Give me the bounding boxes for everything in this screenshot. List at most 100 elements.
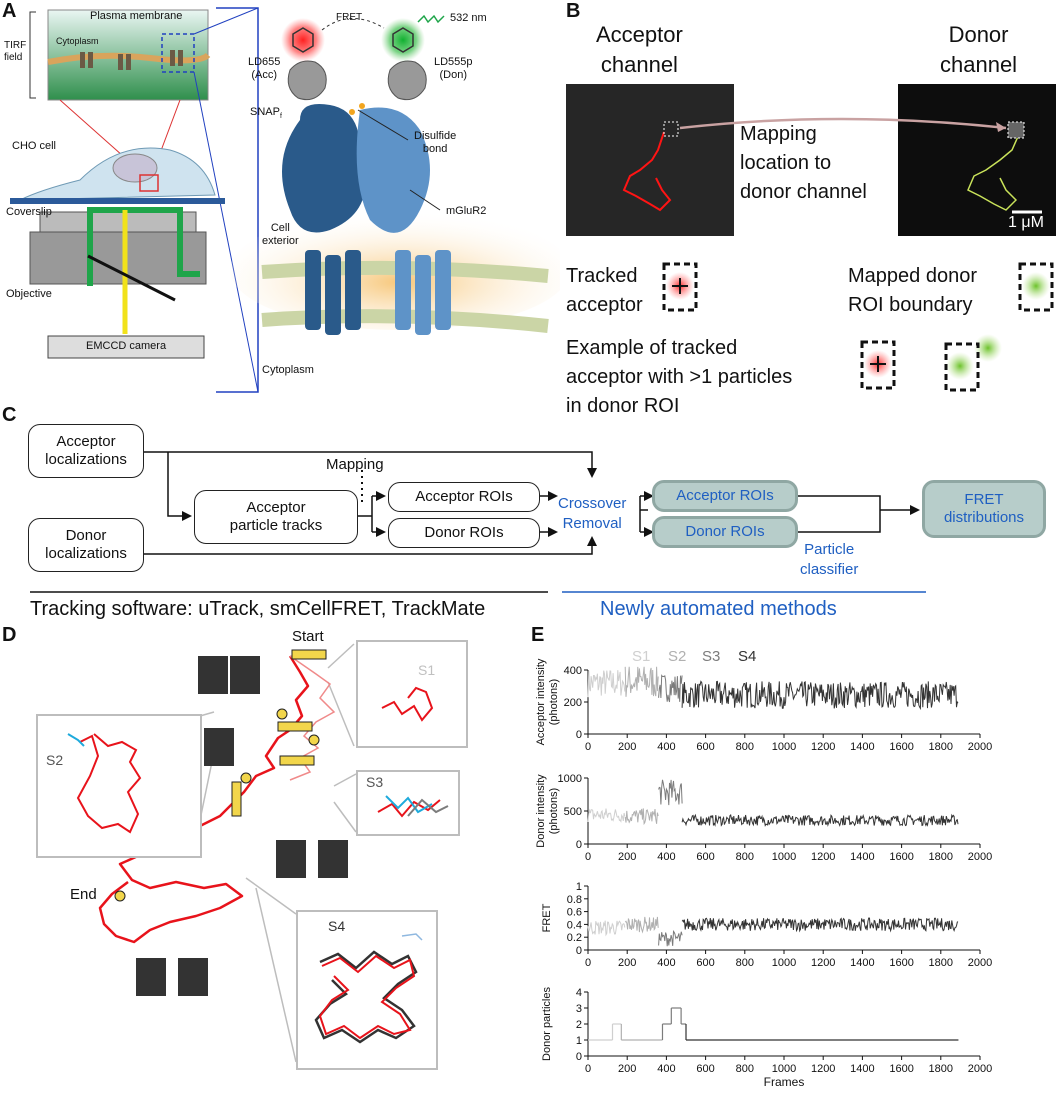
mapping-location-label: Mapping location to donor channel xyxy=(740,123,867,203)
y-tick-label-0-2: 400 xyxy=(564,665,582,677)
x-tick-label-2-2: 400 xyxy=(657,957,675,969)
y-axis-label-0-1: (photons) xyxy=(548,679,560,725)
acceptor-localizations-box: Acceptor localizations xyxy=(28,424,144,478)
x-tick-label-3-6: 1200 xyxy=(811,1063,835,1075)
series-0-s3 xyxy=(658,674,683,703)
x-tick-label-3-5: 1000 xyxy=(772,1063,796,1075)
panel-e-charts: 0 200 400 0 200 400 600 800 1000 1200 1400 1600 1800… xyxy=(535,658,992,1089)
x-tick-label-3-9: 1800 xyxy=(929,1063,953,1075)
panel-d-trajectory xyxy=(98,643,357,1063)
acceptor-rois-filtered-box: Acceptor ROIs xyxy=(652,480,798,512)
x-tick-label-2-9: 1800 xyxy=(929,957,953,969)
new-methods-label: Newly automated methods xyxy=(600,598,837,620)
series-1-s4 xyxy=(681,813,959,827)
y-tick-label-1-2: 1000 xyxy=(558,773,582,785)
mapping-label: Mapping xyxy=(326,456,384,473)
panel-b: Acceptor channel Donor channel Mapping l… xyxy=(560,0,1059,417)
y-tick-label-3-3: 3 xyxy=(576,1003,582,1015)
series-2-s2 xyxy=(624,916,659,934)
x-tick-label-2-7: 1400 xyxy=(850,957,874,969)
legend-s4: S4 xyxy=(738,648,757,665)
panel-letter-c: C xyxy=(2,404,17,426)
x-tick-label-3-10: 2000 xyxy=(968,1063,992,1075)
y-tick-label-2-2: 0.4 xyxy=(567,919,582,931)
micro-image-s2-2 xyxy=(204,728,234,766)
x-tick-label-0-8: 1600 xyxy=(889,741,913,753)
inset-s4-track xyxy=(314,933,423,1044)
inset-s4-label: S4 xyxy=(328,918,346,934)
snap-text: SNAP xyxy=(250,106,280,118)
y-axis-label-3-0: Donor particles xyxy=(541,987,553,1061)
y-tick-label-2-4: 0.8 xyxy=(567,894,582,906)
cho-cell-label: CHO cell xyxy=(12,140,57,152)
panel-b-overlay xyxy=(622,117,1042,214)
panel-letter-e: E xyxy=(531,624,545,646)
x-tick-label-3-7: 1400 xyxy=(850,1063,874,1075)
x-tick-label-1-4: 800 xyxy=(736,851,754,863)
series-0-s2 xyxy=(624,666,659,697)
wavelength-label: 532 nm xyxy=(450,12,487,24)
legend-s1: S1 xyxy=(632,648,651,665)
x-tick-label-1-8: 1600 xyxy=(889,851,913,863)
series-2-s1 xyxy=(587,920,626,937)
acceptor-channel-image xyxy=(566,84,734,236)
x-tick-label-0-9: 1800 xyxy=(929,741,953,753)
micro-image-start-1 xyxy=(198,656,228,694)
y-tick-label-2-0: 0 xyxy=(576,945,582,957)
objective-label: Objective xyxy=(6,288,52,300)
y-tick-label-2-1: 0.2 xyxy=(567,932,582,944)
inset-s4: S4 xyxy=(296,910,438,1070)
cytoplasm-label: Cytoplasm xyxy=(262,364,314,376)
x-tick-label-2-1: 200 xyxy=(618,957,636,969)
camera-label: EMCCD camera xyxy=(86,340,167,352)
acceptor-rois-box: Acceptor ROIs xyxy=(388,482,540,512)
x-tick-label-2-6: 1200 xyxy=(811,957,835,969)
x-tick-label-1-7: 1400 xyxy=(850,851,874,863)
coverslip-label: Coverslip xyxy=(6,206,52,218)
y-tick-label-1-1: 500 xyxy=(564,806,582,818)
donor-dye-name: LD555p xyxy=(434,56,473,68)
cytoplasm-small-label: Cytoplasm xyxy=(56,36,99,46)
x-tick-label-3-3: 600 xyxy=(696,1063,714,1075)
y-tick-label-3-2: 2 xyxy=(576,1019,582,1031)
series-2-s3 xyxy=(658,930,683,947)
x-tick-label-1-5: 1000 xyxy=(772,851,796,863)
panel-a-illustration xyxy=(10,7,570,393)
y-axis-label-2-0: FRET xyxy=(541,903,553,932)
micro-image-s3-2 xyxy=(318,840,348,878)
inset-s1: S1 xyxy=(356,640,468,748)
micro-image-s3-1 xyxy=(276,840,306,878)
crossover-removal-label: Crossover Removal xyxy=(558,495,627,532)
panel-letter-a: A xyxy=(2,0,17,22)
y-tick-label-1-0: 0 xyxy=(576,839,582,851)
snap-label: SNAPf xyxy=(250,106,282,120)
panel-letter-b: B xyxy=(566,0,581,22)
x-tick-label-3-0: 0 xyxy=(585,1063,591,1075)
mapped-roi-label: Mapped donor ROI boundary xyxy=(848,265,977,316)
x-tick-label-0-1: 200 xyxy=(618,741,636,753)
x-tick-label-2-10: 2000 xyxy=(968,957,992,969)
donor-dye-sub: (Don) xyxy=(439,69,468,81)
inset-s3: S3 xyxy=(356,770,460,836)
inset-s2-label: S2 xyxy=(46,752,64,768)
y-tick-label-0-1: 200 xyxy=(564,697,582,709)
panel-c-flow-arrows xyxy=(30,451,926,593)
acceptor-tracks-box: Acceptor particle tracks xyxy=(194,490,358,544)
acceptor-dye-label: LD655 (Acc) xyxy=(248,56,280,82)
micro-image-end-1 xyxy=(136,958,166,996)
x-tick-label-2-4: 800 xyxy=(736,957,754,969)
donor-dye-label: LD555p (Don) xyxy=(434,56,473,82)
mglur2-label: mGluR2 xyxy=(446,205,487,217)
y-tick-label-2-3: 0.6 xyxy=(567,907,582,919)
x-tick-label-2-8: 1600 xyxy=(889,957,913,969)
cell-exterior-label: Cell exterior xyxy=(262,222,299,247)
inset-s2-track xyxy=(67,733,142,834)
series-1-s2 xyxy=(624,808,659,826)
donor-rois-filtered-box: Donor ROIs xyxy=(652,516,798,548)
donor-localizations-box: Donor localizations xyxy=(28,518,144,572)
panel-c: Acceptor localizations Donor localizatio… xyxy=(0,410,1059,622)
x-tick-label-0-4: 800 xyxy=(736,741,754,753)
snap-subscript: f xyxy=(279,113,282,121)
inset-s3-label: S3 xyxy=(366,774,384,790)
